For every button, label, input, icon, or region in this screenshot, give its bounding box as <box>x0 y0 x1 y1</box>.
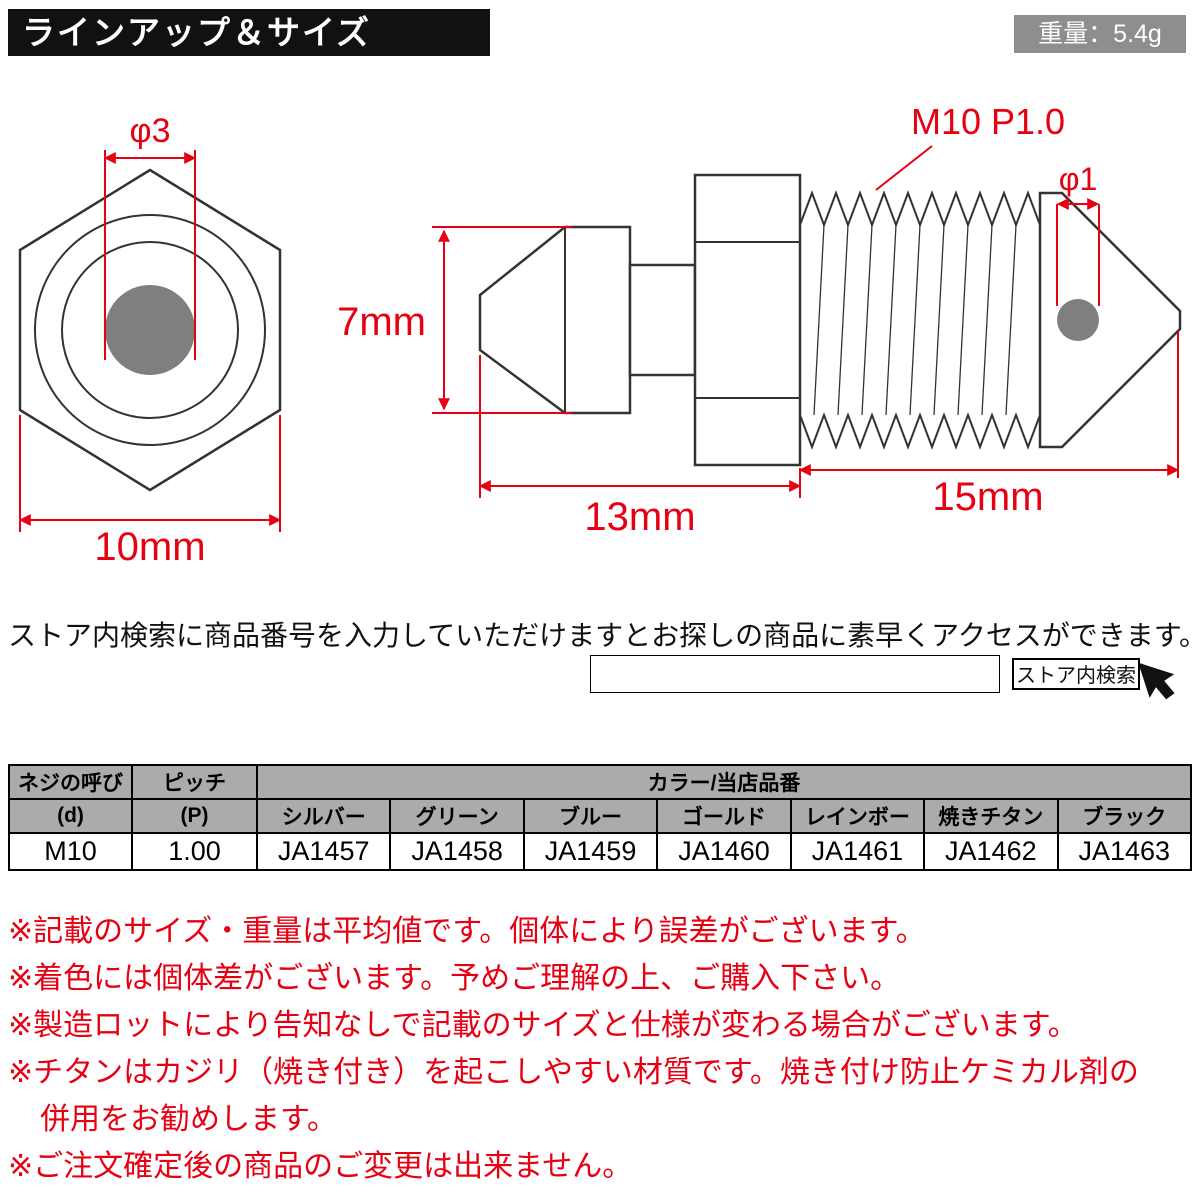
spec-table: ネジの呼び ピッチ カラー/当店品番 (d) (P) シルバー グリーン ブルー… <box>8 764 1193 871</box>
col-header-black: ブラック <box>1056 798 1193 834</box>
dim-hole-dia: φ3 <box>130 112 171 150</box>
cell-code-silver: JA1457 <box>255 832 392 871</box>
col-header-silver: シルバー <box>255 798 392 834</box>
note-line: ※チタンはカジリ（焼き付き）を起こしやすい材質です。焼き付け防止ケミカル剤の <box>8 1056 1139 1089</box>
table-row: M10 1.00 JA1457 JA1458 JA1459 JA1460 JA1… <box>8 832 1193 871</box>
note-line-continuation: 併用をお勧めします。 <box>40 1103 337 1136</box>
dim-front-length: 13mm <box>584 495 695 539</box>
col-header-gold: ゴールド <box>656 798 792 834</box>
store-search-input[interactable] <box>590 655 1000 693</box>
center-hole <box>105 285 195 375</box>
cell-call: M10 <box>8 832 133 871</box>
search-hint-text: ストア内検索に商品番号を入力していただけますとお探しの商品に素早くアクセスができ… <box>8 620 1200 651</box>
note-line: ※着色には個体差がございます。予めご理解の上、ご購入下さい。 <box>8 962 901 995</box>
note-line: ※製造ロットにより告知なしで記載のサイズと仕様が変わる場合がございます。 <box>8 1009 1078 1042</box>
dim-tip-hole: φ1 <box>1059 161 1098 197</box>
section-title-banner: ラインアップ＆サイズ <box>8 9 490 56</box>
col-header-green: グリーン <box>389 798 525 834</box>
weight-badge: 重量：5.4g <box>1014 15 1186 53</box>
col-subheader-p: (P) <box>131 798 258 834</box>
cell-code-black: JA1463 <box>1056 832 1193 871</box>
cell-code-rainbow: JA1461 <box>789 832 926 871</box>
dim-head-dia: 7mm <box>337 300 426 344</box>
cell-pitch: 1.00 <box>131 832 258 871</box>
col-header-pitch: ピッチ <box>131 764 258 800</box>
thread-spec-label: M10 P1.0 <box>911 101 1065 142</box>
front-view: φ3 10mm <box>18 112 282 569</box>
dim-thread-length: 15mm <box>932 475 1043 519</box>
cell-code-blue: JA1459 <box>522 832 659 871</box>
cell-code-burnt-titanium: JA1462 <box>923 832 1059 871</box>
col-header-blue: ブルー <box>522 798 659 834</box>
mouse-cursor-icon <box>1138 662 1175 700</box>
note-line: ※ご注文確定後の商品のご変更は出来ません。 <box>8 1150 633 1183</box>
cell-code-green: JA1458 <box>389 832 525 871</box>
cell-code-gold: JA1460 <box>656 832 792 871</box>
side-view: 7mm M10 P1.0 φ1 13mm 15mm <box>337 101 1182 539</box>
note-line: ※記載のサイズ・重量は平均値です。個体により誤差がございます。 <box>8 915 926 948</box>
col-header-color-span: カラー/当店品番 <box>256 764 1192 800</box>
col-header-call: ネジの呼び <box>8 764 133 800</box>
col-header-burnt-titanium: 焼きチタン <box>923 798 1059 834</box>
bleed-hole <box>1057 299 1099 341</box>
technical-drawing: φ3 10mm <box>18 101 1182 569</box>
col-header-rainbow: レインボー <box>789 798 926 834</box>
disclaimer-notes: ※記載のサイズ・重量は平均値です。個体により誤差がございます。 ※着色には個体差… <box>8 908 1139 1190</box>
dim-hex-width: 10mm <box>94 525 205 569</box>
col-subheader-d: (d) <box>8 798 133 834</box>
store-search-button[interactable]: ストア内検索 <box>1012 658 1140 690</box>
